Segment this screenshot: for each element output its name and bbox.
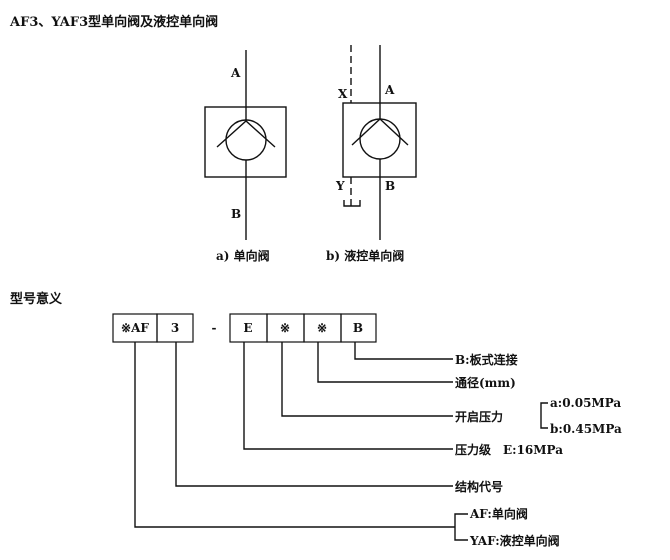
code-pressure: E bbox=[243, 321, 252, 335]
legend-cracking-a: a:0.05MPa bbox=[550, 396, 621, 410]
code-connection: B bbox=[353, 321, 363, 335]
code-cracking: ※ bbox=[280, 321, 290, 335]
legend-diameter: 通径(mm) bbox=[455, 375, 516, 390]
legend-type-yaf: YAF:液控单向阀 bbox=[469, 533, 560, 548]
legend-cracking-b: b:0.45MPa bbox=[550, 422, 622, 436]
page-title: AF3、YAF3型单向阀及液控单向阀 bbox=[9, 14, 218, 30]
caption-a: a) 单向阀 bbox=[216, 248, 270, 263]
leader-lines bbox=[134, 342, 548, 541]
legend-pressure-class: 压力级 E:16MPa bbox=[455, 442, 563, 457]
legend-cracking-pressure: 开启压力 bbox=[455, 409, 503, 424]
check-valve-symbol bbox=[204, 50, 287, 240]
code-dash: - bbox=[212, 321, 217, 335]
port-y-label: Y bbox=[335, 179, 345, 193]
pilot-check-valve-symbol bbox=[342, 45, 417, 240]
legend-structure-code: 结构代号 bbox=[455, 479, 503, 494]
port-a-label: A bbox=[384, 83, 395, 97]
port-x-label: X bbox=[338, 87, 348, 101]
port-a-label: A bbox=[230, 66, 241, 80]
model-heading: 型号意义 bbox=[10, 291, 63, 307]
code-series: ※AF bbox=[121, 321, 149, 335]
code-structure: 3 bbox=[171, 321, 179, 335]
code-diameter: ※ bbox=[317, 321, 327, 335]
port-b-label: B bbox=[385, 179, 395, 193]
caption-b: b) 液控单向阀 bbox=[326, 248, 404, 263]
port-b-label: B bbox=[231, 207, 241, 221]
legend-connection: B:板式连接 bbox=[455, 352, 518, 367]
legend-type-af: AF:单向阀 bbox=[469, 506, 528, 521]
